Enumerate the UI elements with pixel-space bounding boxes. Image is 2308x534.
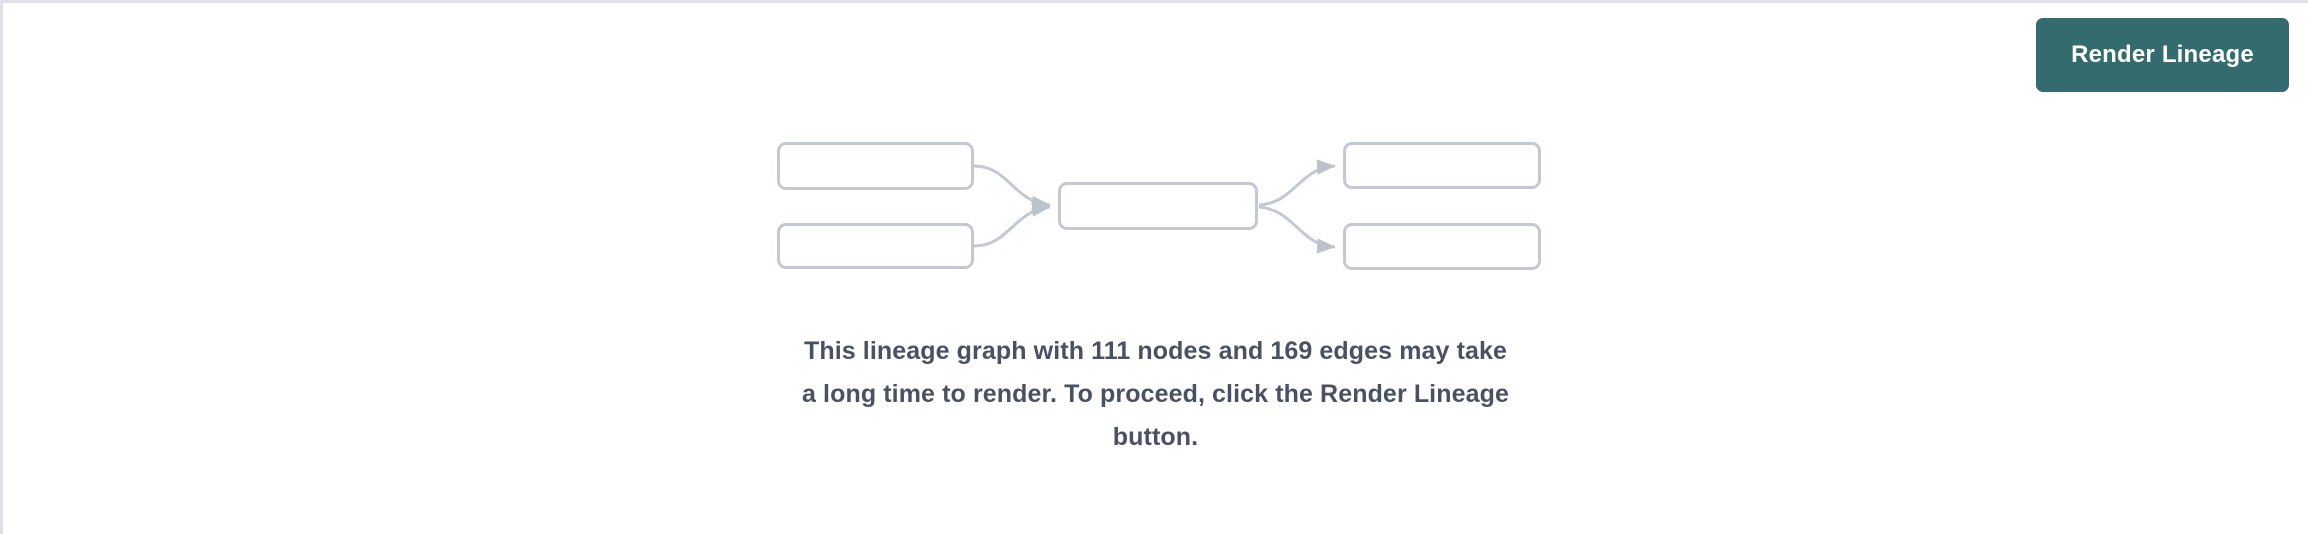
message-line-1: This lineage graph with 111 nodes and 16…: [803, 337, 1508, 365]
lineage-node-top-right[interactable]: [1343, 142, 1541, 189]
lineage-node-bottom-left[interactable]: [777, 223, 974, 269]
lineage-edges-svg: [973, 159, 1336, 254]
edge-bl-to-center: [973, 201, 1051, 248]
lineage-warning-message: This lineage graph with 111 nodes and 16…: [756, 330, 1556, 459]
lineage-node-center[interactable]: [1058, 182, 1258, 230]
edge-center-to-tr: [1258, 159, 1336, 207]
message-line-3: button.: [1112, 423, 1199, 451]
render-lineage-button[interactable]: Render Lineage: [2036, 18, 2289, 92]
lineage-node-bottom-right[interactable]: [1343, 223, 1541, 270]
message-line-2: a long time to render. To proceed, click…: [802, 380, 1509, 408]
edge-center-to-br: [1258, 205, 1336, 254]
lineage-graph-preview: [3, 3, 2308, 323]
lineage-node-top-left[interactable]: [777, 142, 974, 190]
edge-tl-to-center: [973, 164, 1051, 212]
